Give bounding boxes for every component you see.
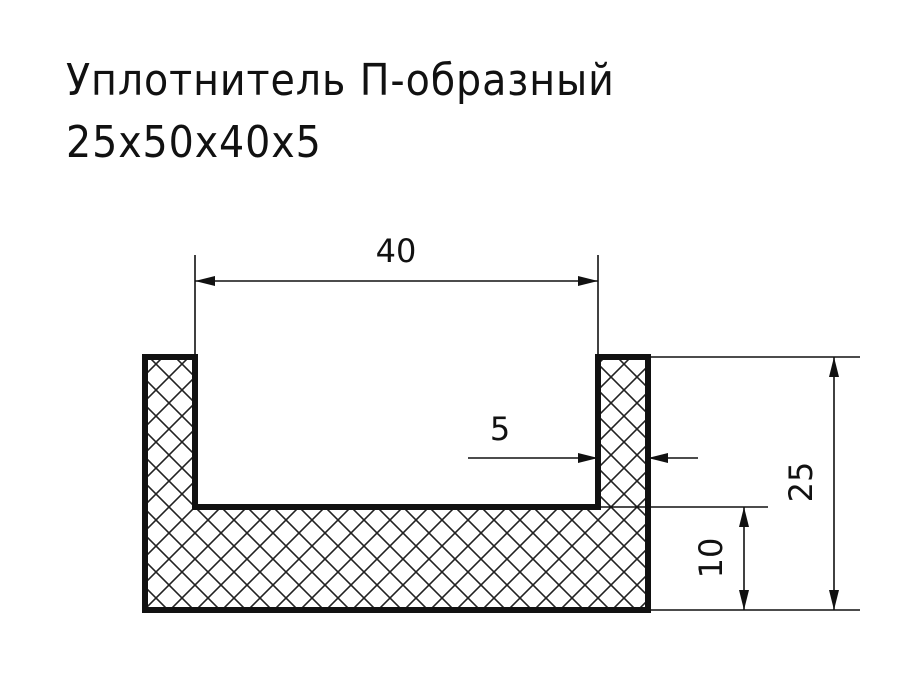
title-line-2: 25x50x40x5: [66, 117, 322, 168]
dimension-wall-thickness: 5: [468, 410, 698, 463]
profile-section: [142, 354, 651, 613]
dimension-total-height: 25: [782, 357, 839, 610]
dimension-label-5: 5: [490, 410, 510, 448]
dimension-label-10: 10: [692, 538, 730, 579]
dimension-base-height: 10: [692, 507, 749, 610]
dimension-label-25: 25: [782, 462, 820, 503]
drawing-title: Уплотнитель П-образный 25x50x40x5: [66, 50, 676, 174]
dimension-label-40: 40: [376, 232, 417, 270]
title-line-1: Уплотнитель П-образный: [66, 55, 615, 106]
dimension-inner-width: 40: [194, 232, 599, 357]
